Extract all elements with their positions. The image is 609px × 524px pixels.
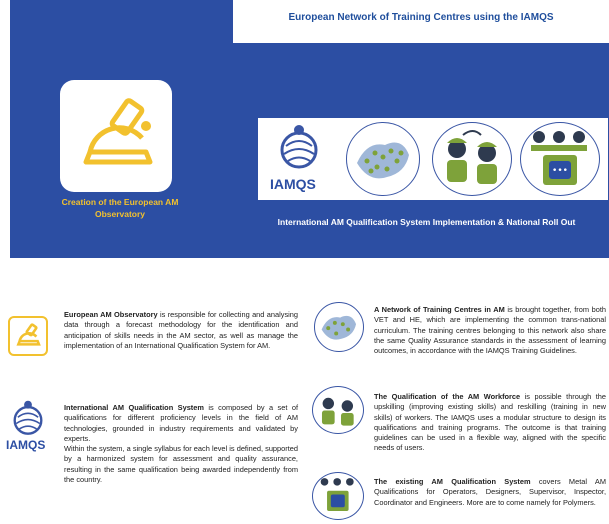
icon-strip: IAMQS •••: [258, 118, 608, 200]
existing-description: The existing AM Qualification System cov…: [374, 477, 606, 508]
iamqs-description: International AM Qualification System is…: [64, 403, 298, 485]
iamqs-caption: International AM Qualification System Im…: [277, 217, 576, 227]
existing-bold: The existing AM Qualification System: [374, 477, 531, 486]
network-bold: A Network of Training Centres in AM: [374, 305, 505, 314]
iamqs-logo-icon: [280, 125, 318, 169]
observatory-description: European AM Observatory is responsible f…: [64, 310, 298, 351]
iamqs-text1: is composed by a set of qualifications f…: [64, 403, 298, 443]
observatory-text: is responsible for collecting and analys…: [64, 310, 299, 350]
machines-icon: •••: [520, 122, 600, 196]
machines-icon: [312, 472, 364, 520]
europe-map-icon: [314, 302, 364, 352]
microscope-icon: [83, 98, 153, 165]
network-description: A Network of Training Centres in AM is b…: [374, 305, 606, 356]
workers-icon: [312, 386, 364, 434]
iamqs-bold: International AM Qualification System: [64, 403, 204, 412]
iamqs-logo-text: IAMQS: [270, 176, 316, 192]
europe-map-icon: [346, 122, 420, 196]
workforce-text: is possible through the upskilling (impr…: [374, 392, 606, 453]
caption-line2: Observatory: [94, 209, 146, 219]
observatory-bold: European AM Observatory: [64, 310, 158, 319]
existing-text: covers Metal AM Qualifications for Opera…: [374, 477, 606, 507]
network-text: is brought together, from both VET and H…: [374, 305, 606, 356]
iamqs-text2: Within the system, a single syllabus for…: [64, 444, 298, 485]
observatory-tile: [60, 80, 172, 192]
microscope-icon: [16, 323, 41, 346]
page-title: European Network of Training Centres usi…: [288, 12, 554, 23]
svg-text:•••: •••: [552, 166, 568, 176]
iamqs-small-logo-text: IAMQS: [6, 438, 46, 452]
observatory-small-tile: [8, 316, 48, 356]
iamqs-logo-icon: [13, 400, 43, 435]
workforce-description: The Qualification of the AM Workforce is…: [374, 392, 606, 454]
workforce-bold: The Qualification of the AM Workforce: [374, 392, 521, 401]
observatory-caption: Creation of the European AM Observatory: [20, 196, 220, 220]
workers-icon: [432, 122, 512, 196]
caption-line1: Creation of the European AM: [61, 197, 179, 207]
